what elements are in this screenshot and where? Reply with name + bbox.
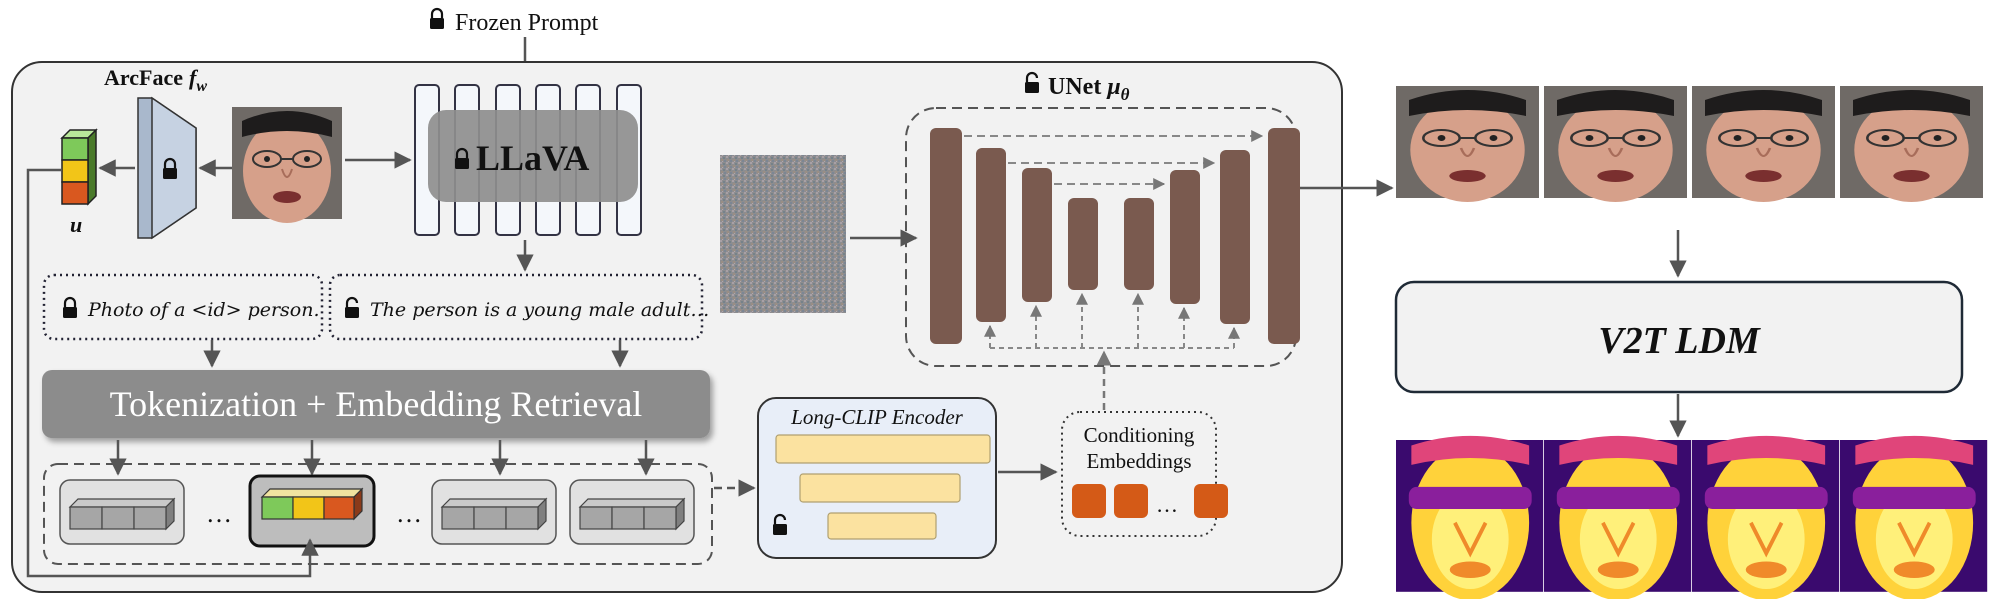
unet-block-2 <box>976 148 1006 322</box>
generated-prompt-text: The person is a young male adult… <box>370 299 709 321</box>
clip-layer-1 <box>775 434 991 464</box>
v2t-ldm-label: V2T LDM <box>1598 320 1761 362</box>
token-embedding-row <box>43 463 713 565</box>
conditioning-block-1 <box>1072 484 1106 518</box>
noise-latent-image <box>720 155 846 313</box>
thermal-face-4 <box>1840 436 1987 599</box>
thermal-face-2 <box>1544 436 1691 599</box>
u-to-identity-token-arrow <box>26 168 319 578</box>
conditioning-block-2 <box>1114 484 1148 518</box>
llava-model: LLaVA <box>414 84 642 236</box>
conditioning-block-3 <box>1194 484 1228 518</box>
generated-thermal-faces <box>1396 436 1987 599</box>
thermal-face-3 <box>1692 436 1839 599</box>
unet-conditioning-injection <box>984 292 1240 349</box>
arcface-encoder <box>137 96 197 240</box>
token-ellipsis-2: … <box>396 499 422 528</box>
unet-skip-connections <box>964 130 1264 190</box>
fixed-prompt-text: Photo of a <id> person. <box>87 299 320 321</box>
tokenization-label: Tokenization + Embedding Retrieval <box>110 384 643 424</box>
llava-label: LLaVA <box>476 138 589 178</box>
unet-block-8 <box>1268 128 1300 344</box>
unet-block-4 <box>1068 198 1098 290</box>
unet-block-6 <box>1170 170 1200 304</box>
tokenization-bar <box>42 370 710 438</box>
main-panel <box>11 61 1343 593</box>
clip-layer-2 <box>799 473 961 503</box>
generated-visible-faces <box>1394 84 1985 204</box>
token-ellipsis-1: … <box>206 499 232 528</box>
clip-layer-3 <box>827 512 937 540</box>
conditioning-ellipsis: … <box>1156 492 1178 517</box>
token-embedding-4 <box>569 479 695 545</box>
identity-token-embedding <box>248 474 376 548</box>
unet-block-1 <box>930 128 962 344</box>
conditioning-label-line2: Embeddings <box>1087 449 1192 473</box>
unet-blocks <box>930 128 1300 344</box>
conditioning-label-line1: Conditioning <box>1084 423 1195 447</box>
generated-face-2 <box>1542 84 1689 204</box>
frozen-prompt-label: Frozen Prompt <box>455 10 599 36</box>
unet-block-7 <box>1220 150 1250 324</box>
frozen-prompt-lock-icon <box>428 7 446 31</box>
input-face-image <box>231 106 343 224</box>
embedding-u-label: u <box>70 212 82 237</box>
long-clip-label: Long-CLIP Encoder <box>790 405 964 429</box>
thermal-face-1 <box>1396 436 1543 599</box>
token-embedding-3 <box>431 479 557 545</box>
unet-container <box>905 107 1297 367</box>
generated-prompt-box <box>328 273 704 341</box>
identity-embedding-u <box>60 128 98 206</box>
generated-face-4 <box>1838 84 1985 204</box>
unet-block-3 <box>1022 168 1052 302</box>
generated-face-1 <box>1394 84 1541 204</box>
v2t-ldm-box <box>1394 280 1964 394</box>
token-embedding-1 <box>59 479 185 545</box>
fixed-prompt-box <box>42 273 324 341</box>
generated-face-3 <box>1690 84 1837 204</box>
unet-block-5 <box>1124 198 1154 290</box>
